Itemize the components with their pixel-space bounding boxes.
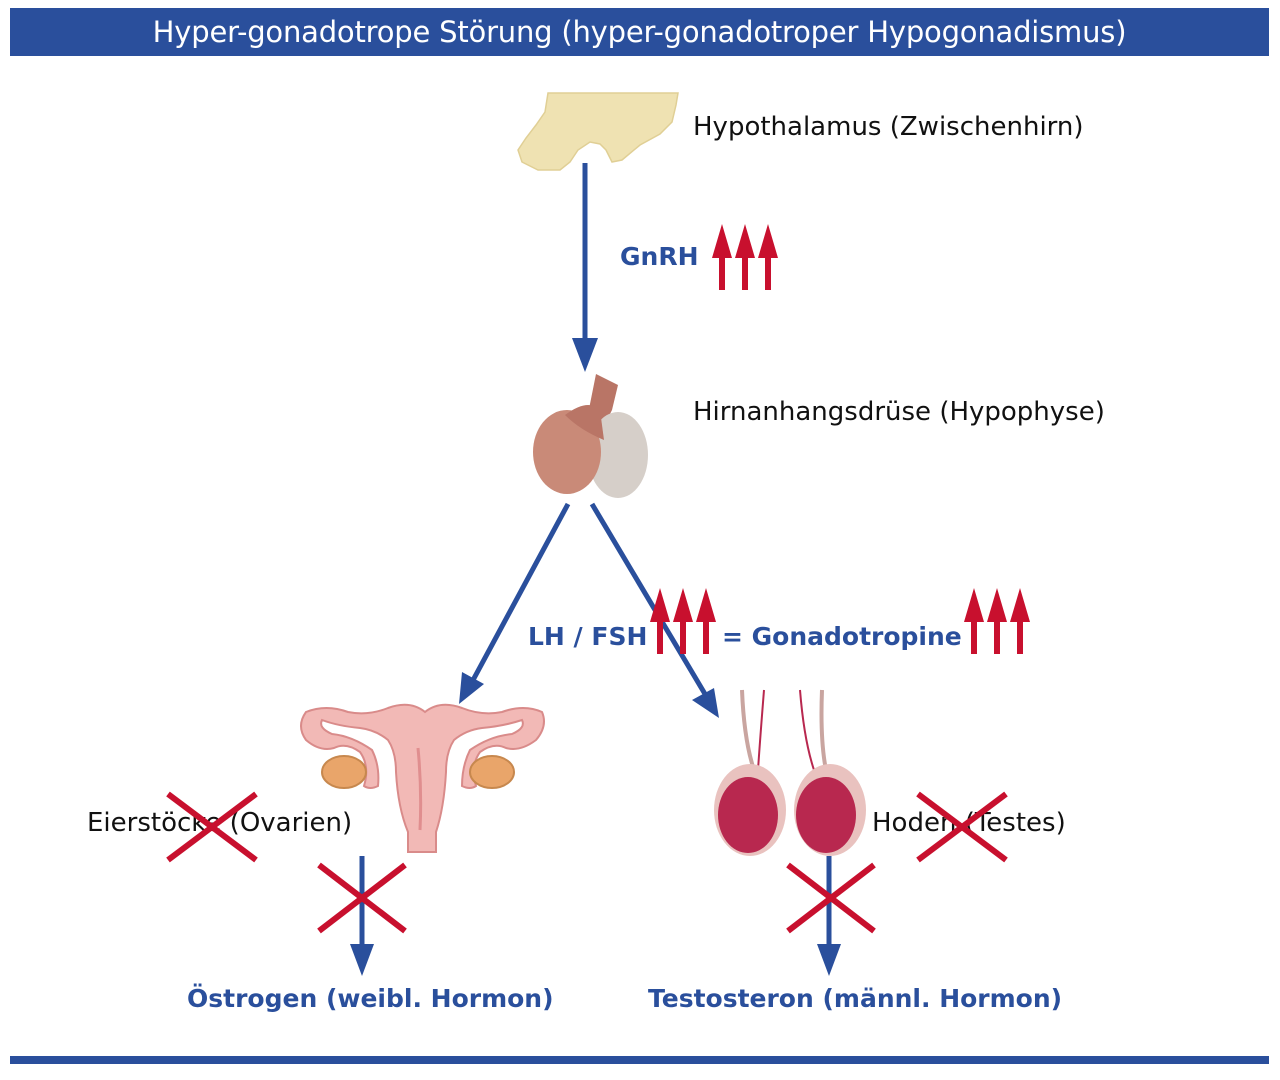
estrogen-arrow-head (350, 944, 374, 976)
bottom-rule (10, 1056, 1269, 1064)
lh-fsh-label: LH / FSH (528, 622, 648, 651)
gonadotropins-increase-icon (964, 588, 1030, 654)
uterus-icon (300, 703, 545, 853)
pituitary-label: Hirnanhangsdrüse (Hypophyse) (693, 397, 1105, 427)
lh-fsh-increase-icon (650, 588, 716, 654)
estrogen-label: Östrogen (weibl. Hormon) (187, 984, 554, 1013)
title-bar: Hyper-gonadotrope Störung (hyper-gonadot… (10, 8, 1269, 56)
ovary-arrow-head (459, 672, 484, 704)
testosterone-arrow-head (817, 944, 841, 976)
gonadotropins-label: = Gonadotropine (722, 622, 962, 651)
ovary-arrow (469, 502, 571, 684)
testosterone-label: Testosteron (männl. Hormon) (648, 984, 1063, 1013)
hypothalamus-label: Hypothalamus (Zwischenhirn) (693, 112, 1084, 142)
pituitary-icon (533, 374, 648, 498)
gnrh-label: GnRH (620, 242, 699, 271)
gnrh-arrow-head (572, 338, 598, 372)
testes-arrow (589, 502, 708, 696)
gnrh-increase-icon (712, 224, 778, 290)
testes-label: Hoden (Testes) (872, 808, 1066, 838)
testes-arrow-head (692, 688, 719, 718)
ovaries-label: Eierstöcke (Ovarien) (87, 808, 353, 838)
page-title: Hyper-gonadotrope Störung (hyper-gonadot… (152, 15, 1127, 49)
testes-icon (714, 689, 866, 856)
hypothalamus-icon (517, 92, 679, 171)
